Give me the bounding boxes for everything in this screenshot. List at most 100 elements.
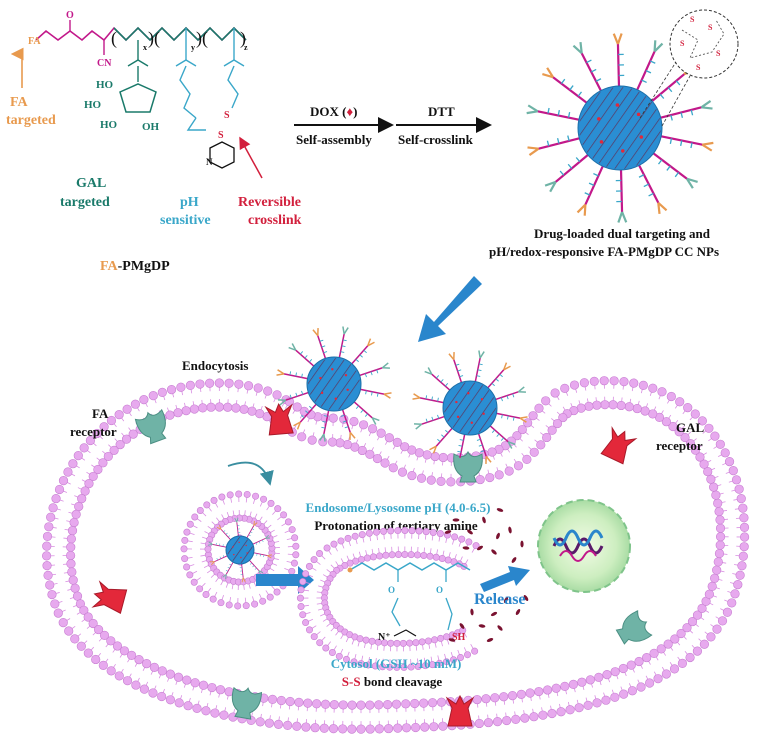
lipid-head bbox=[53, 608, 63, 618]
corona-branch bbox=[567, 163, 573, 169]
lipid-head bbox=[64, 626, 74, 636]
lipid-head bbox=[392, 437, 402, 447]
lipid-head bbox=[450, 656, 458, 664]
lipid-head bbox=[139, 395, 149, 405]
lipid-head bbox=[148, 688, 158, 698]
lipid-head bbox=[714, 506, 724, 517]
corona-branch bbox=[440, 379, 444, 383]
corona-branch bbox=[340, 351, 345, 353]
lipid-head bbox=[356, 635, 364, 643]
lipid-head bbox=[42, 531, 53, 542]
lipid-head bbox=[356, 724, 366, 734]
lipid-head bbox=[297, 586, 305, 594]
lipid-head bbox=[428, 661, 436, 669]
lipid-head bbox=[45, 580, 55, 590]
lipid-head bbox=[88, 471, 98, 482]
corona-branch bbox=[227, 535, 231, 538]
ligand-end bbox=[319, 433, 325, 441]
lipid-head bbox=[432, 553, 440, 561]
lipid-head bbox=[91, 654, 101, 665]
lipid-head bbox=[717, 616, 728, 626]
lipid-head bbox=[66, 534, 76, 544]
corona-branch bbox=[323, 351, 328, 354]
ss-suffix: bond cleavage bbox=[361, 674, 443, 689]
lipid-head bbox=[234, 379, 244, 389]
lipid-head bbox=[302, 570, 310, 578]
lipid-head bbox=[327, 437, 338, 447]
lipid-head bbox=[372, 453, 382, 464]
ligand-end bbox=[527, 104, 539, 113]
lipid-head bbox=[736, 494, 746, 504]
lipid-head bbox=[365, 449, 375, 459]
lipid-head bbox=[414, 662, 422, 670]
dox-drug bbox=[245, 544, 247, 547]
drug-molecule bbox=[448, 638, 456, 642]
lipid-head bbox=[115, 439, 125, 450]
ligand-end bbox=[222, 574, 227, 578]
lipid-head bbox=[372, 528, 380, 536]
corona-branch bbox=[371, 391, 373, 396]
ligand-end bbox=[617, 211, 624, 223]
lipid-head bbox=[43, 570, 53, 580]
gal-receptor-icon bbox=[264, 402, 294, 436]
ligand-end bbox=[253, 521, 255, 526]
lipid-head bbox=[50, 599, 60, 609]
lipid-head bbox=[94, 624, 104, 635]
lipid-head bbox=[457, 653, 465, 661]
lipid-head bbox=[444, 556, 452, 564]
ligand-end bbox=[288, 346, 297, 351]
ligand-end bbox=[293, 421, 301, 427]
dox-drug bbox=[238, 541, 240, 544]
lipid-head bbox=[356, 700, 366, 710]
lipid-head bbox=[692, 610, 703, 620]
ligand-end bbox=[267, 554, 273, 557]
ligand-end bbox=[242, 577, 246, 583]
lipid-head bbox=[653, 674, 663, 684]
lipid-head bbox=[602, 669, 612, 680]
lipid-head bbox=[88, 618, 98, 629]
inset-s-1: S bbox=[690, 15, 695, 24]
dox-drug bbox=[636, 112, 641, 117]
lipid-head bbox=[715, 523, 726, 533]
lipid-head bbox=[629, 378, 639, 388]
corona-branch bbox=[248, 534, 251, 537]
lipid-head bbox=[661, 669, 671, 679]
lipid-head bbox=[201, 706, 211, 716]
lipid-head bbox=[733, 579, 743, 590]
fa-receptor-icon bbox=[615, 610, 653, 645]
corona-branch bbox=[690, 109, 694, 116]
lipid-head bbox=[393, 723, 403, 733]
ligand-end bbox=[432, 445, 437, 454]
ligand-end bbox=[371, 417, 380, 422]
lipid-head bbox=[319, 723, 329, 733]
lipid-head bbox=[436, 476, 446, 486]
lipid-head bbox=[157, 387, 167, 397]
dox-drug bbox=[232, 546, 234, 548]
reversible-line2: crosslink bbox=[248, 213, 302, 228]
endosome-ph-label: Endosome/Lysosome pH (4.0-6.5) bbox=[306, 500, 491, 515]
corona-branch bbox=[559, 170, 565, 176]
corona-branch bbox=[376, 392, 379, 397]
lipid-head bbox=[255, 409, 265, 419]
drug-molecule bbox=[497, 625, 503, 631]
lipid-head bbox=[54, 484, 65, 495]
lipid-head bbox=[394, 551, 402, 559]
ligand-end bbox=[381, 362, 389, 369]
lipid-head bbox=[714, 548, 725, 559]
lipid-head bbox=[472, 694, 482, 705]
lipid-head bbox=[471, 647, 479, 655]
corona-branch bbox=[365, 390, 367, 395]
corona-branch bbox=[577, 91, 583, 97]
lipid-head bbox=[72, 591, 83, 601]
corona-branch bbox=[322, 421, 327, 423]
lipid-head bbox=[243, 381, 254, 391]
corona-branch bbox=[506, 395, 509, 400]
ligand-end bbox=[424, 370, 433, 375]
lipid-head bbox=[507, 690, 518, 701]
ss-cleavage-label: S-S bond cleavage bbox=[342, 674, 443, 689]
disulfide-inset: S S S S S bbox=[639, 9, 739, 127]
lipid-head bbox=[724, 457, 735, 467]
dox-drug bbox=[482, 412, 485, 415]
lipid-head bbox=[347, 724, 357, 734]
lipid-head bbox=[511, 714, 521, 724]
